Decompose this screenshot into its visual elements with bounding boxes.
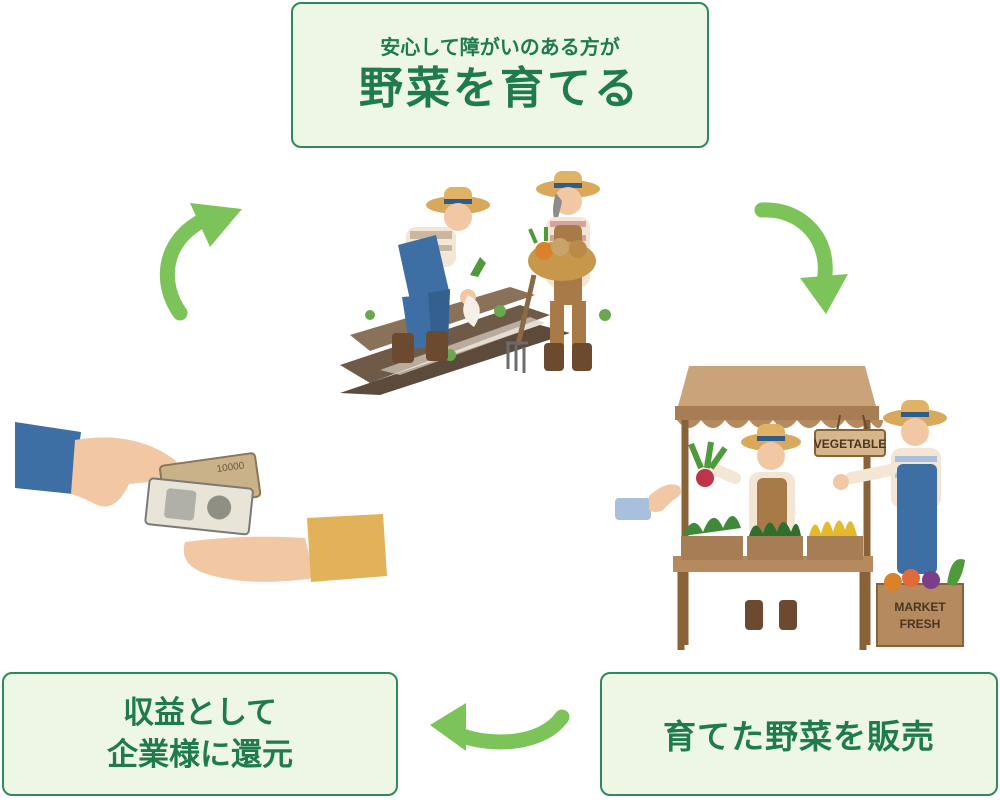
curved-arrow-icon (430, 703, 570, 751)
vegetable-sign-text: VEGETABLE (814, 437, 886, 451)
step-sell-box: 育てた野菜を販売 (600, 672, 998, 796)
step-grow-title: 野菜を育てる (359, 63, 641, 114)
market-crate-text-line2: FRESH (900, 617, 941, 631)
step-grow-subtitle: 安心して障がいのある方が (380, 35, 620, 59)
curved-arrow-icon (754, 202, 848, 314)
money-handoff-illustration: 10000 (15, 422, 387, 582)
market-stand-illustration: VEGETABLE MARKET FRESH (615, 366, 965, 650)
farmers-field-illustration (340, 171, 611, 395)
step-return-line1: 収益として (122, 695, 278, 731)
step-return-line2: 企業様に還元 (107, 737, 293, 773)
step-return-box: 収益として 企業様に還元 (2, 672, 398, 796)
step-grow-box: 安心して障がいのある方が 野菜を育てる (291, 2, 709, 148)
step-sell-title: 育てた野菜を販売 (663, 717, 935, 756)
market-crate-text-line1: MARKET (894, 600, 946, 614)
curved-arrow-icon (159, 203, 242, 321)
banknote-number: 10000 (216, 460, 246, 475)
